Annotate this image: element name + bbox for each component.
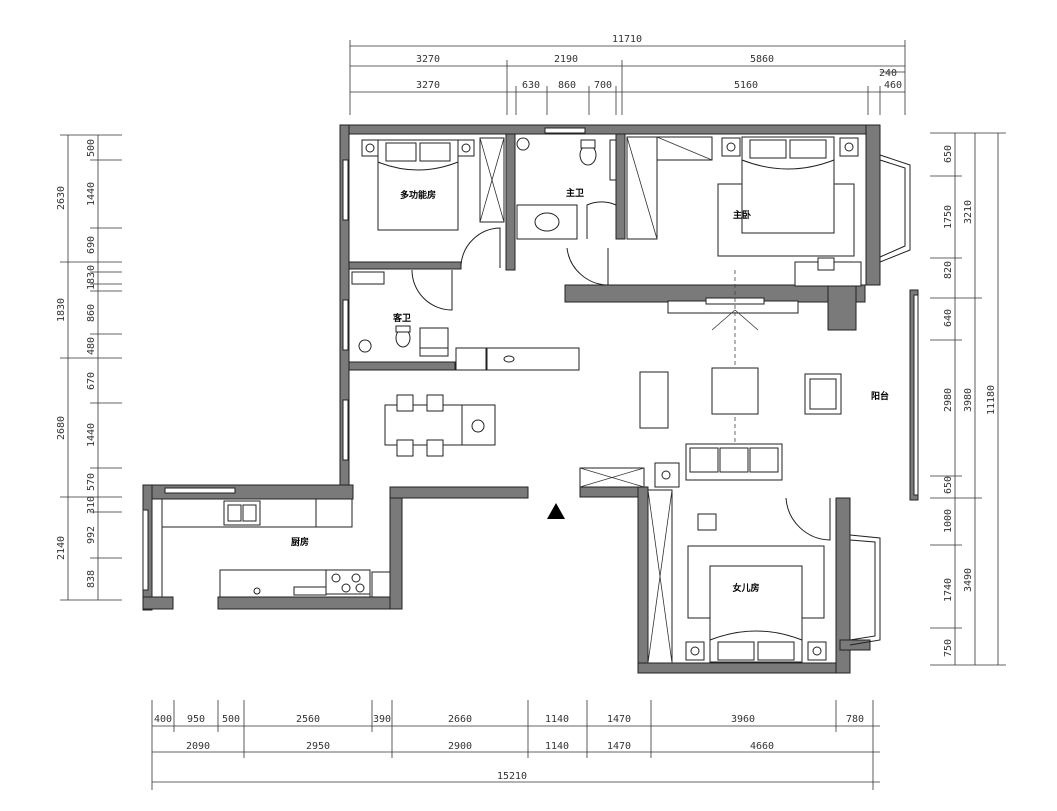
dim-bot-1h: 1470 [607, 714, 631, 725]
dim-left-o1: 2630 [56, 186, 67, 210]
dim-top-2g: 460 [884, 80, 902, 91]
multi-function-room: 多功能房 [361, 137, 505, 268]
dim-right-i6: 650 [943, 476, 954, 494]
dim-bot-1f: 2660 [448, 714, 472, 725]
dim-left-i2: 1440 [86, 182, 97, 206]
dim-bot-1j: 780 [846, 714, 864, 725]
windows [142, 127, 919, 646]
top-dimensions: 11710 3270 2190 5860 3270 630 860 700 51… [349, 34, 906, 115]
dim-bot-1d: 2560 [296, 714, 320, 725]
dim-top-1c: 5860 [750, 54, 774, 65]
guest-bath: 客卫 [351, 269, 453, 357]
dim-left-i8: 670 [86, 372, 97, 390]
room-label-master-bath: 主卫 [566, 187, 584, 199]
dim-top-2c: 860 [558, 80, 576, 91]
master-bedroom: 主卧 [626, 136, 862, 287]
dim-left-i7: 480 [86, 337, 97, 355]
dim-bot-1c: 500 [222, 714, 240, 725]
room-label-master-bed: 主卧 [733, 209, 751, 221]
dim-left-i5: 183 [86, 272, 97, 290]
dim-bot-total: 15210 [497, 771, 527, 782]
dim-top-1a: 3270 [416, 54, 440, 65]
dim-right-i3: 820 [943, 261, 954, 279]
master-bath: 主卫 [516, 137, 617, 286]
dim-left-i9: 1440 [86, 423, 97, 447]
dim-bot-2c: 2900 [448, 741, 472, 752]
dim-bot-1b: 950 [187, 714, 205, 725]
dim-right-m2: 3980 [963, 388, 974, 412]
dim-top-total: 11710 [612, 34, 642, 45]
bottom-dimensions: 400 950 500 2560 390 2660 1140 1470 3960… [151, 700, 880, 790]
dim-top-2b: 630 [522, 80, 540, 91]
dim-right-m3: 3490 [963, 568, 974, 592]
dim-left-o2: 1830 [56, 298, 67, 322]
dim-top-2e: 5160 [734, 80, 758, 91]
dim-right-i2: 1750 [943, 205, 954, 229]
dim-right-i1: 650 [943, 145, 954, 163]
room-label-daughter: 女儿房 [732, 582, 759, 594]
dim-left-i13: 838 [86, 570, 97, 588]
dim-left-o3: 2680 [56, 416, 67, 440]
living-area: 阳台 [384, 270, 889, 488]
dim-bot-1g: 1140 [545, 714, 569, 725]
room-label-multi: 多功能房 [400, 189, 436, 201]
room-label-balcony: 阳台 [871, 390, 889, 402]
dim-right-total: 11180 [986, 385, 997, 415]
dim-top-2d: 700 [594, 80, 612, 91]
dim-top-2a: 3270 [416, 80, 440, 91]
right-dimensions: 650 1750 820 640 2980 650 1000 1740 750 … [930, 132, 1006, 666]
dim-left-i12: 992 [86, 526, 97, 544]
dim-right-i4: 640 [943, 309, 954, 327]
room-label-kitchen: 厨房 [291, 536, 309, 548]
dim-top-2f: 240 [879, 68, 897, 79]
dim-right-i5: 2980 [943, 388, 954, 412]
dim-left-o4: 2140 [56, 536, 67, 560]
kitchen: 厨房 [151, 498, 391, 598]
dim-bot-2d: 1140 [545, 741, 569, 752]
dim-bot-1e: 390 [373, 714, 391, 725]
dim-bot-1i: 3960 [731, 714, 755, 725]
dim-bot-2e: 1470 [607, 741, 631, 752]
dim-left-i10: 570 [86, 473, 97, 491]
dim-left-i6: 860 [86, 304, 97, 322]
dim-left-i4: 0 [86, 265, 97, 271]
dim-right-i8: 1740 [943, 578, 954, 602]
dim-top-1b: 2190 [554, 54, 578, 65]
dim-bot-1a: 400 [154, 714, 172, 725]
dim-bot-2b: 2950 [306, 741, 330, 752]
left-dimensions: 2630 1830 2680 2140 500 1440 690 0 183 8… [56, 134, 122, 601]
dim-bot-2a: 2090 [186, 741, 210, 752]
dim-right-i9: 750 [943, 639, 954, 657]
dim-bot-2f: 4660 [750, 741, 774, 752]
dim-right-i7: 1000 [943, 509, 954, 533]
dim-left-i3: 690 [86, 236, 97, 254]
dim-left-i11: 310 [86, 496, 97, 514]
dim-right-m1: 3210 [963, 200, 974, 224]
dim-left-i1: 500 [86, 139, 97, 157]
daughter-room: 女儿房 [647, 489, 831, 664]
room-label-guest-bath: 客卫 [392, 312, 411, 324]
entrance-triangle-icon [547, 503, 565, 519]
